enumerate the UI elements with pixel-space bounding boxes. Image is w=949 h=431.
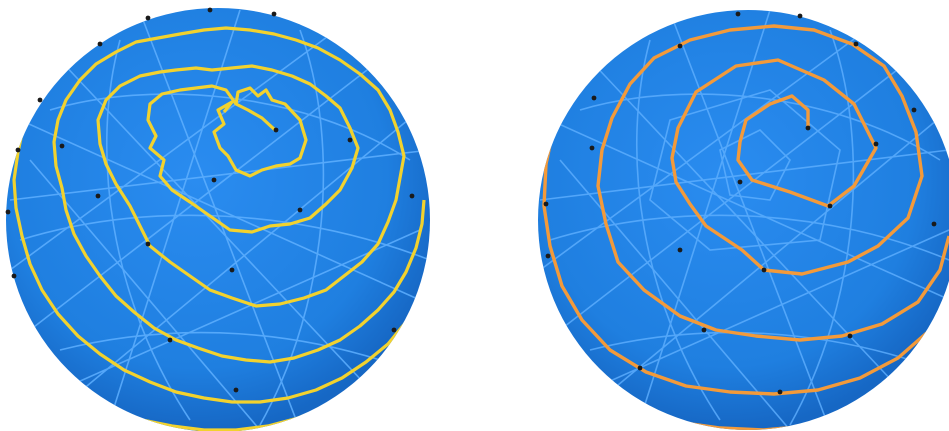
left-sphere-panel: [0, 0, 440, 431]
right-sphere-panel: [520, 0, 949, 431]
right-sphere-figure: [520, 0, 949, 431]
left-sphere-figure: [0, 0, 440, 431]
